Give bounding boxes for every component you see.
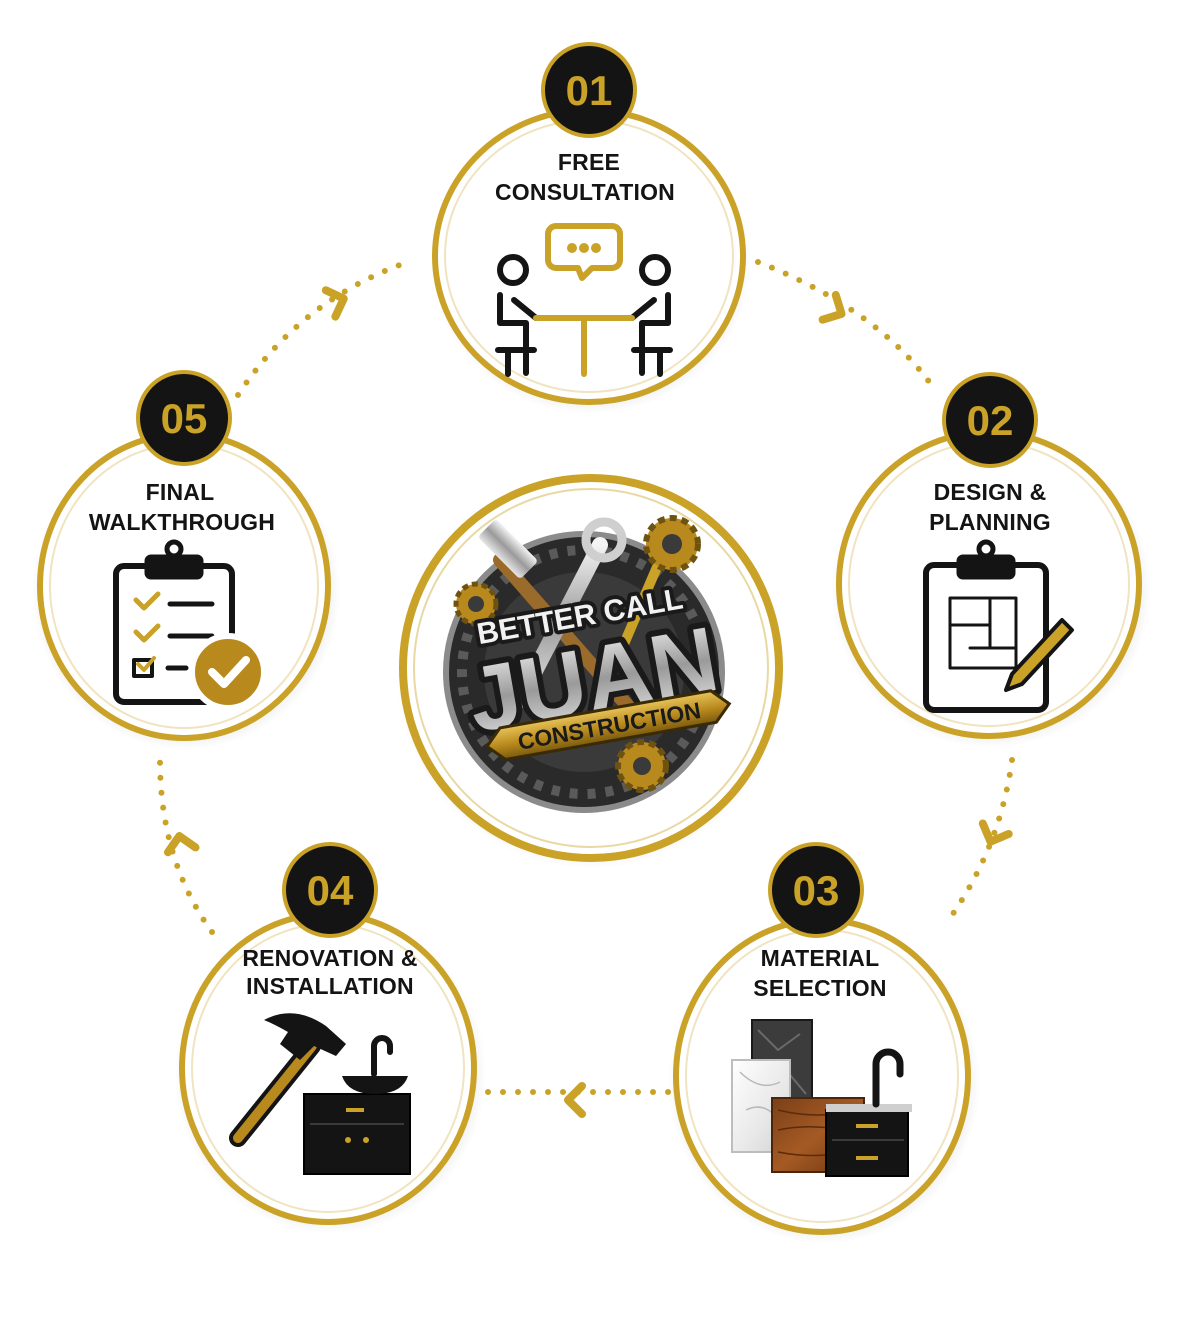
connector-04-to-05: [157, 757, 215, 935]
step-02-title-line1: DESIGN &: [934, 479, 1047, 505]
step-01-card: FREE CONSULTATION 01: [431, 42, 751, 414]
step-05-title-line2: WALKTHROUGH: [89, 509, 275, 535]
step-05-card: FINAL WALKTHROUGH 05: [32, 370, 340, 750]
step-04-card: RENOVATION & INSTALLATION 04: [174, 842, 486, 1234]
step-04-title-line1: RENOVATION &: [242, 945, 417, 971]
connector-01-to-02: [755, 259, 938, 393]
arrow-up-right-icon: [321, 286, 348, 321]
step-02-card: DESIGN & PLANNING 02: [831, 372, 1151, 748]
step-05-number: 05: [161, 395, 208, 442]
arrow-up-icon: [163, 832, 200, 857]
step-01-number: 01: [566, 67, 613, 114]
step-04-title-line2: INSTALLATION: [246, 973, 414, 999]
step-03-title-line1: MATERIAL: [761, 945, 880, 971]
step-04-number: 04: [307, 867, 354, 914]
center-logo: BETTER CALL BETTER CALL JUAN JUAN CONSTR…: [396, 474, 786, 869]
step-05-title-line1: FINAL: [146, 479, 215, 505]
step-01-title-line2: CONSULTATION: [495, 179, 675, 205]
checklist-clipboard-icon: [113, 539, 267, 711]
step-03-number: 03: [793, 867, 840, 914]
step-02-title-line2: PLANNING: [929, 509, 1051, 535]
clipboard-blueprint-pencil-icon: [923, 539, 1074, 713]
step-03-title-line2: SELECTION: [753, 975, 886, 1001]
material-samples-vanity-icon: [731, 1019, 912, 1177]
tools-gears-badge-icon: BETTER CALL BETTER CALL JUAN JUAN CONSTR…: [443, 515, 732, 813]
cycle-connectors: [157, 259, 1015, 1095]
cycle-arrows: [163, 286, 1013, 1118]
consultation-meeting-icon: [495, 223, 673, 377]
step-01-title-line1: FREE: [558, 149, 620, 175]
arrow-down-icon: [978, 819, 1013, 846]
connector-05-to-01: [235, 259, 411, 398]
step-02-number: 02: [967, 397, 1014, 444]
arrow-right-icon: [818, 290, 846, 324]
hammer-vanity-icon: [229, 1013, 411, 1175]
step-03-card: MATERIAL SELECTION 03: [668, 842, 980, 1244]
connector-02-to-03: [942, 757, 1015, 928]
arrow-left-icon: [564, 1082, 586, 1118]
